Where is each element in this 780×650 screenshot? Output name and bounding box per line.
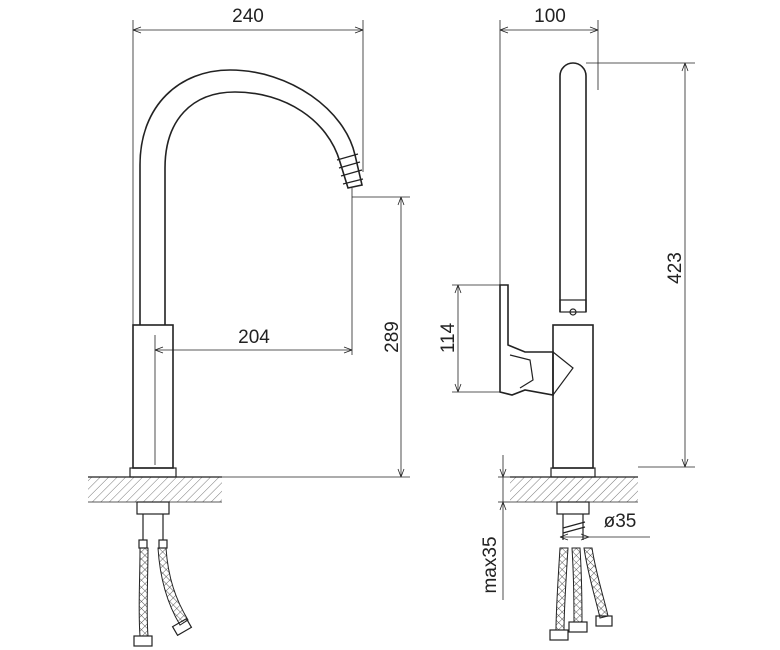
dim-reach-204: 204 <box>238 327 270 348</box>
side-hose-right <box>583 547 609 619</box>
dim-total-height-423: 423 <box>665 252 686 284</box>
side-lever <box>499 284 554 396</box>
side-spout <box>559 62 587 312</box>
front-view: 240 204 289 <box>88 6 410 647</box>
side-hose-left <box>555 547 569 631</box>
front-hose-right <box>157 547 189 626</box>
front-body <box>132 324 174 469</box>
dim-width-240: 240 <box>232 6 264 27</box>
front-hose-left <box>138 547 149 637</box>
side-view: 100 423 114 max35 ø35 <box>438 6 695 641</box>
front-spout <box>139 69 363 325</box>
dim-lever-114: 114 <box>438 322 459 353</box>
front-base-ring <box>129 467 177 478</box>
side-body <box>552 324 594 469</box>
side-base-ring <box>550 467 596 478</box>
dim-height-289: 289 <box>382 321 403 353</box>
side-countertop <box>510 477 638 502</box>
dim-mount-hole: ø35 <box>604 511 637 532</box>
front-aerator <box>336 153 364 185</box>
dim-max-thickness: max35 <box>480 536 501 593</box>
front-countertop <box>88 477 222 502</box>
dim-depth-100: 100 <box>534 6 566 27</box>
side-hose-mid <box>571 547 583 623</box>
